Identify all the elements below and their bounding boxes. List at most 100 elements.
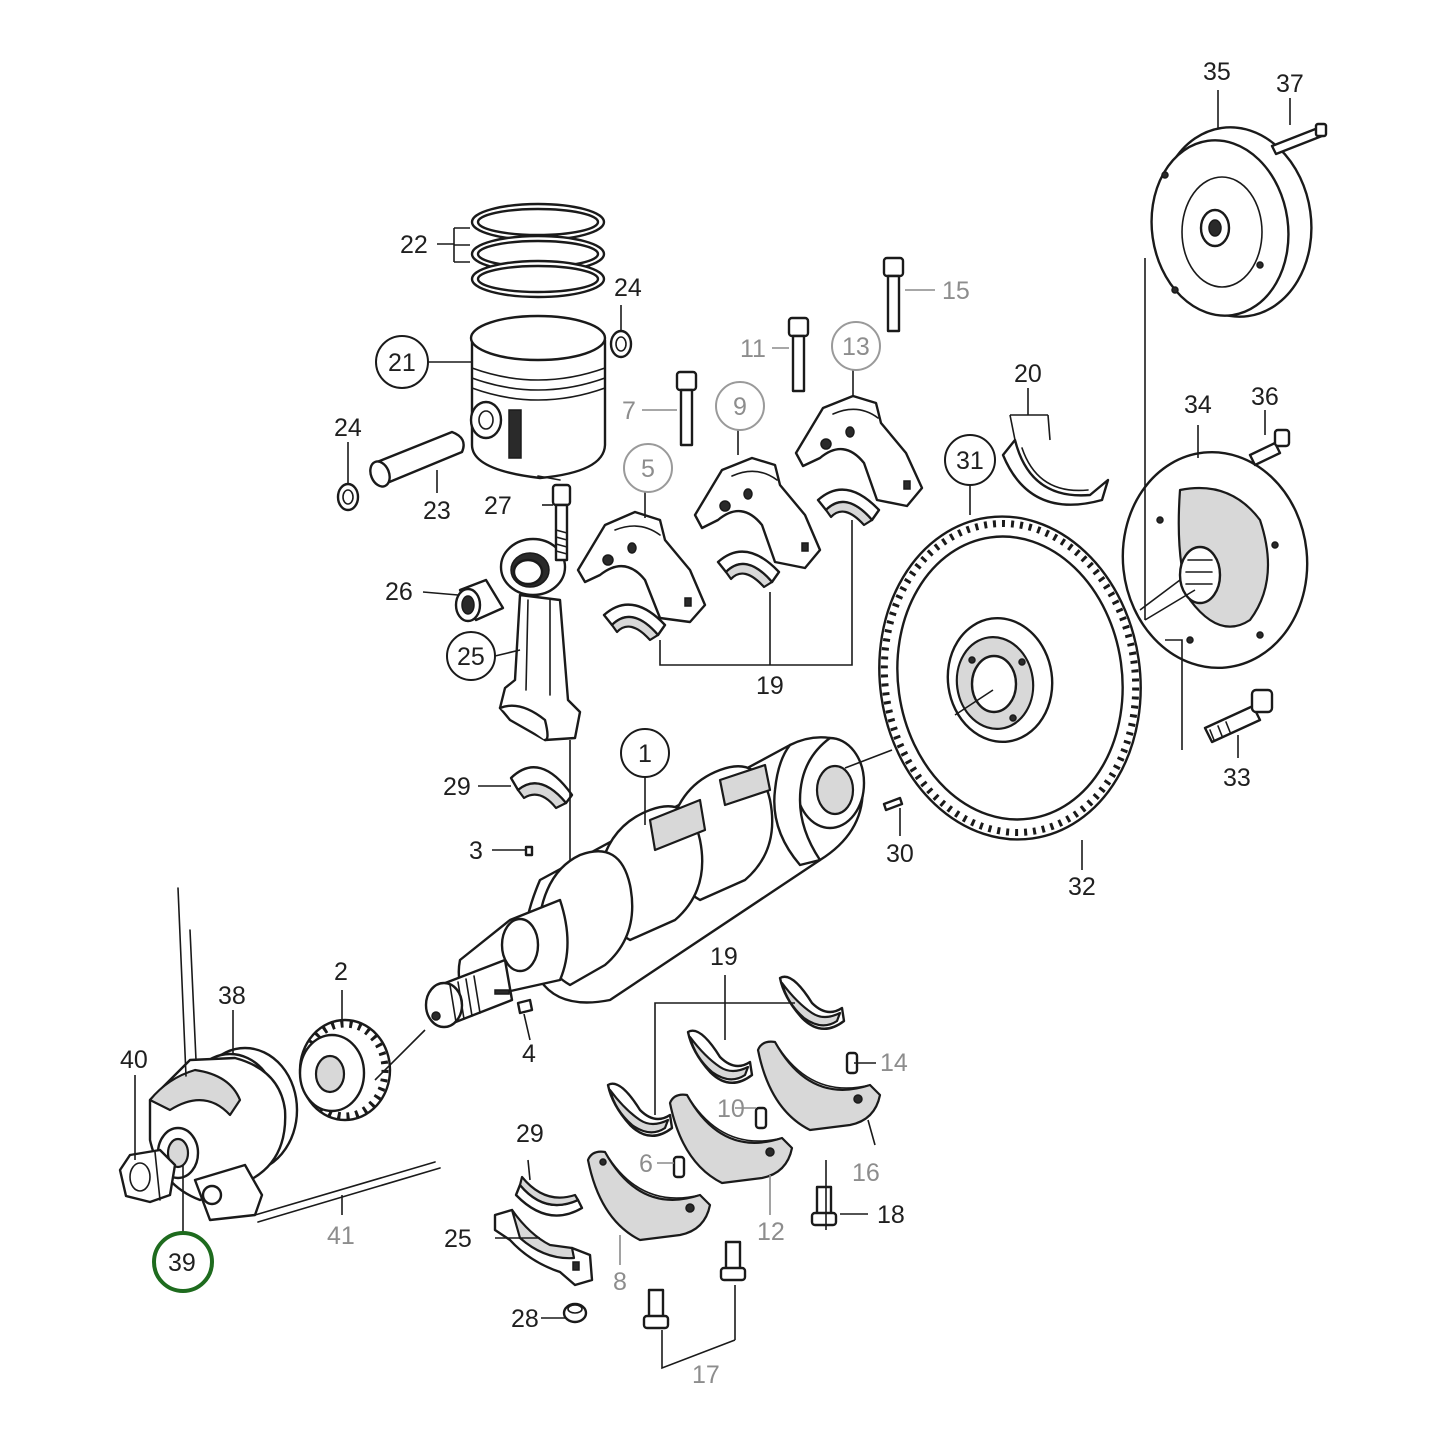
pulley-nut — [118, 1148, 177, 1204]
connecting-rod — [498, 537, 582, 742]
main-cap-bolt-15 — [882, 256, 905, 333]
label-31: 31 — [956, 447, 984, 475]
label-12: 12 — [757, 1218, 785, 1246]
rod-nut — [562, 1302, 588, 1324]
circlip-lower — [336, 482, 360, 512]
label-26: 26 — [385, 578, 413, 606]
rod-bearing-shell-lower — [514, 1175, 584, 1217]
main-bearing-shells-upper — [602, 488, 881, 642]
label-32: 32 — [1068, 873, 1096, 901]
callout-labels: 22 24 21 24 23 27 26 25 29 3 1 5 7 9 11 … — [120, 58, 1304, 1389]
label-35: 35 — [1203, 58, 1231, 86]
label-36: 36 — [1251, 383, 1279, 411]
label-9: 9 — [733, 393, 747, 421]
label-28: 28 — [511, 1305, 539, 1333]
label-7: 7 — [622, 397, 636, 425]
flywheel-bolt — [1203, 688, 1274, 744]
label-41: 41 — [327, 1222, 355, 1250]
lower-bolt-18 — [810, 1185, 838, 1227]
dowel-10 — [754, 1106, 768, 1130]
bolt-37 — [1270, 122, 1328, 156]
main-cap-bolt-7 — [675, 370, 698, 447]
label-29-lower: 29 — [516, 1120, 544, 1148]
piston-pin — [369, 430, 465, 488]
crankshaft-pulley — [148, 1046, 299, 1222]
label-39: 39 — [168, 1249, 196, 1277]
label-25-lower: 25 — [444, 1225, 472, 1253]
label-34: 34 — [1184, 391, 1212, 419]
flex-plate — [1121, 450, 1309, 670]
main-bearing-cap-13 — [794, 394, 924, 508]
callout-circle-1 — [620, 728, 670, 778]
label-38: 38 — [218, 982, 246, 1010]
main-bearing-cap-5 — [576, 510, 707, 624]
circlip-upper — [609, 329, 633, 359]
label-13: 13 — [842, 333, 870, 361]
label-19-upper: 19 — [756, 672, 784, 700]
label-40: 40 — [120, 1046, 148, 1074]
label-11: 11 — [740, 335, 766, 363]
label-19-lower: 19 — [710, 943, 738, 971]
flywheel — [878, 515, 1142, 841]
label-8: 8 — [613, 1268, 627, 1296]
label-37: 37 — [1276, 70, 1304, 98]
label-21: 21 — [388, 349, 416, 377]
small-end-bush — [454, 578, 505, 623]
label-10: 10 — [717, 1095, 745, 1123]
label-18: 18 — [877, 1201, 905, 1229]
callout-circle-31 — [944, 434, 996, 486]
label-30: 30 — [886, 840, 914, 868]
callout-circle-5 — [623, 443, 673, 493]
main-cap-bolt-11 — [787, 316, 810, 393]
key-woodruff — [516, 998, 534, 1015]
label-17: 17 — [692, 1361, 720, 1389]
drive-belt-right — [254, 1161, 441, 1223]
label-16: 16 — [852, 1159, 880, 1187]
callout-circle-9 — [715, 381, 765, 431]
label-24-lower: 24 — [334, 414, 362, 442]
label-20: 20 — [1014, 360, 1042, 388]
main-bearing-cap-lower-8 — [586, 1150, 712, 1242]
label-4: 4 — [522, 1040, 536, 1068]
thrust-washer — [1001, 438, 1110, 506]
label-1: 1 — [638, 740, 652, 768]
label-15: 15 — [942, 277, 970, 305]
dowel-pin — [882, 796, 904, 812]
crankshaft — [424, 736, 866, 1029]
callout-circle-25-upper — [446, 631, 496, 681]
torque-converter — [1150, 126, 1313, 318]
piston-rings — [470, 202, 606, 299]
label-5: 5 — [641, 455, 655, 483]
callout-circle-39-highlight — [152, 1231, 214, 1293]
label-22: 22 — [400, 231, 428, 259]
crankshaft-gear — [298, 1018, 392, 1122]
label-25-upper: 25 — [457, 643, 485, 671]
leader-lines — [134, 90, 1291, 1370]
dowel-6 — [672, 1155, 686, 1179]
main-bearing-cap-lower-16 — [756, 1040, 882, 1132]
label-24-upper: 24 — [614, 274, 642, 302]
piston — [469, 314, 607, 481]
label-14: 14 — [880, 1049, 908, 1077]
label-2: 2 — [334, 958, 348, 986]
main-bearing-cap-9 — [693, 456, 822, 570]
label-23: 23 — [423, 497, 451, 525]
rod-bolt — [551, 483, 572, 562]
label-33: 33 — [1223, 764, 1251, 792]
rod-bearing-shell-upper — [509, 766, 574, 810]
key-small — [524, 845, 534, 857]
label-27: 27 — [484, 492, 512, 520]
drive-belt-left — [177, 887, 197, 1077]
label-6: 6 — [639, 1150, 653, 1178]
label-29-upper: 29 — [443, 773, 471, 801]
lower-bolt-17b — [719, 1240, 747, 1282]
main-bearing-cap-lower-12 — [668, 1093, 794, 1185]
bolt-36 — [1248, 428, 1291, 467]
label-3: 3 — [469, 837, 483, 865]
lower-bolt-17a — [642, 1288, 670, 1330]
connecting-rod-cap — [493, 1208, 594, 1287]
main-bearing-shells-lower — [606, 975, 846, 1137]
callout-circle-21 — [375, 335, 429, 389]
callout-circle-13 — [831, 321, 881, 371]
